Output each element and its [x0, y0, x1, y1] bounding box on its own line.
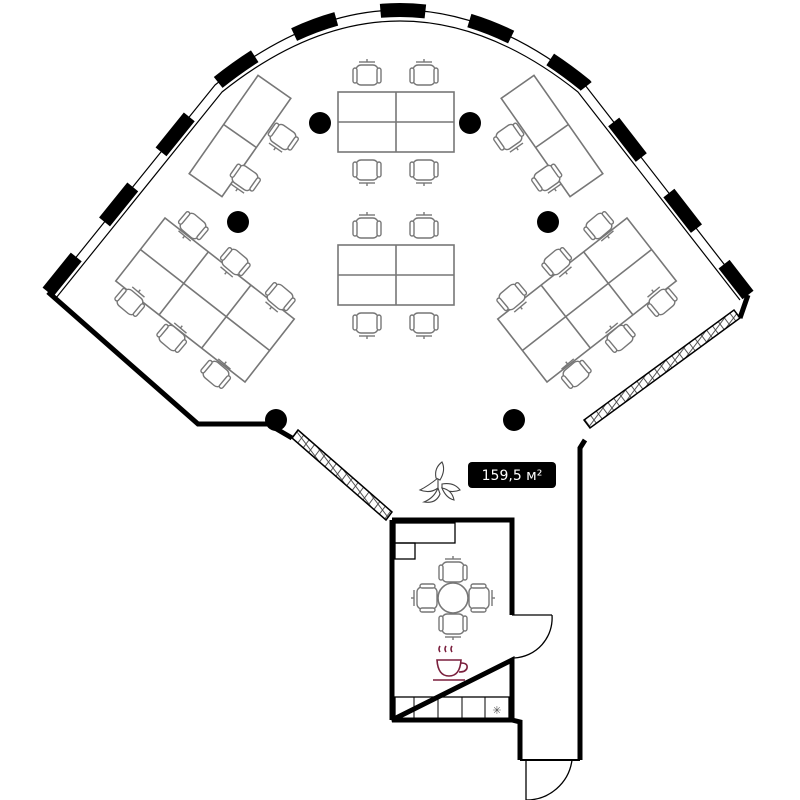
kitchen-wall — [390, 517, 523, 760]
coffee-cup-icon — [433, 645, 468, 681]
columns — [227, 112, 559, 431]
workstations-center-bottom — [338, 212, 454, 339]
fridge-snowflake-icon: ✳ — [492, 704, 501, 717]
corridor-wall-right — [577, 438, 588, 760]
workstations-right — [492, 75, 679, 390]
workstations-left — [113, 75, 300, 390]
glass-partition-left — [290, 428, 394, 522]
area-label: 159,5 м² — [482, 468, 543, 484]
area-badge: 159,5 м² — [468, 462, 556, 488]
outer-wall-left — [46, 290, 268, 427]
plant-icon — [418, 461, 461, 503]
kitchen-door[interactable] — [512, 614, 553, 659]
glass-partition-right — [582, 308, 742, 430]
kitchen: ✳ — [394, 522, 510, 721]
outer-wall-right — [737, 294, 751, 319]
workstations-center-top — [338, 59, 454, 186]
entrance-door[interactable] — [520, 759, 580, 800]
